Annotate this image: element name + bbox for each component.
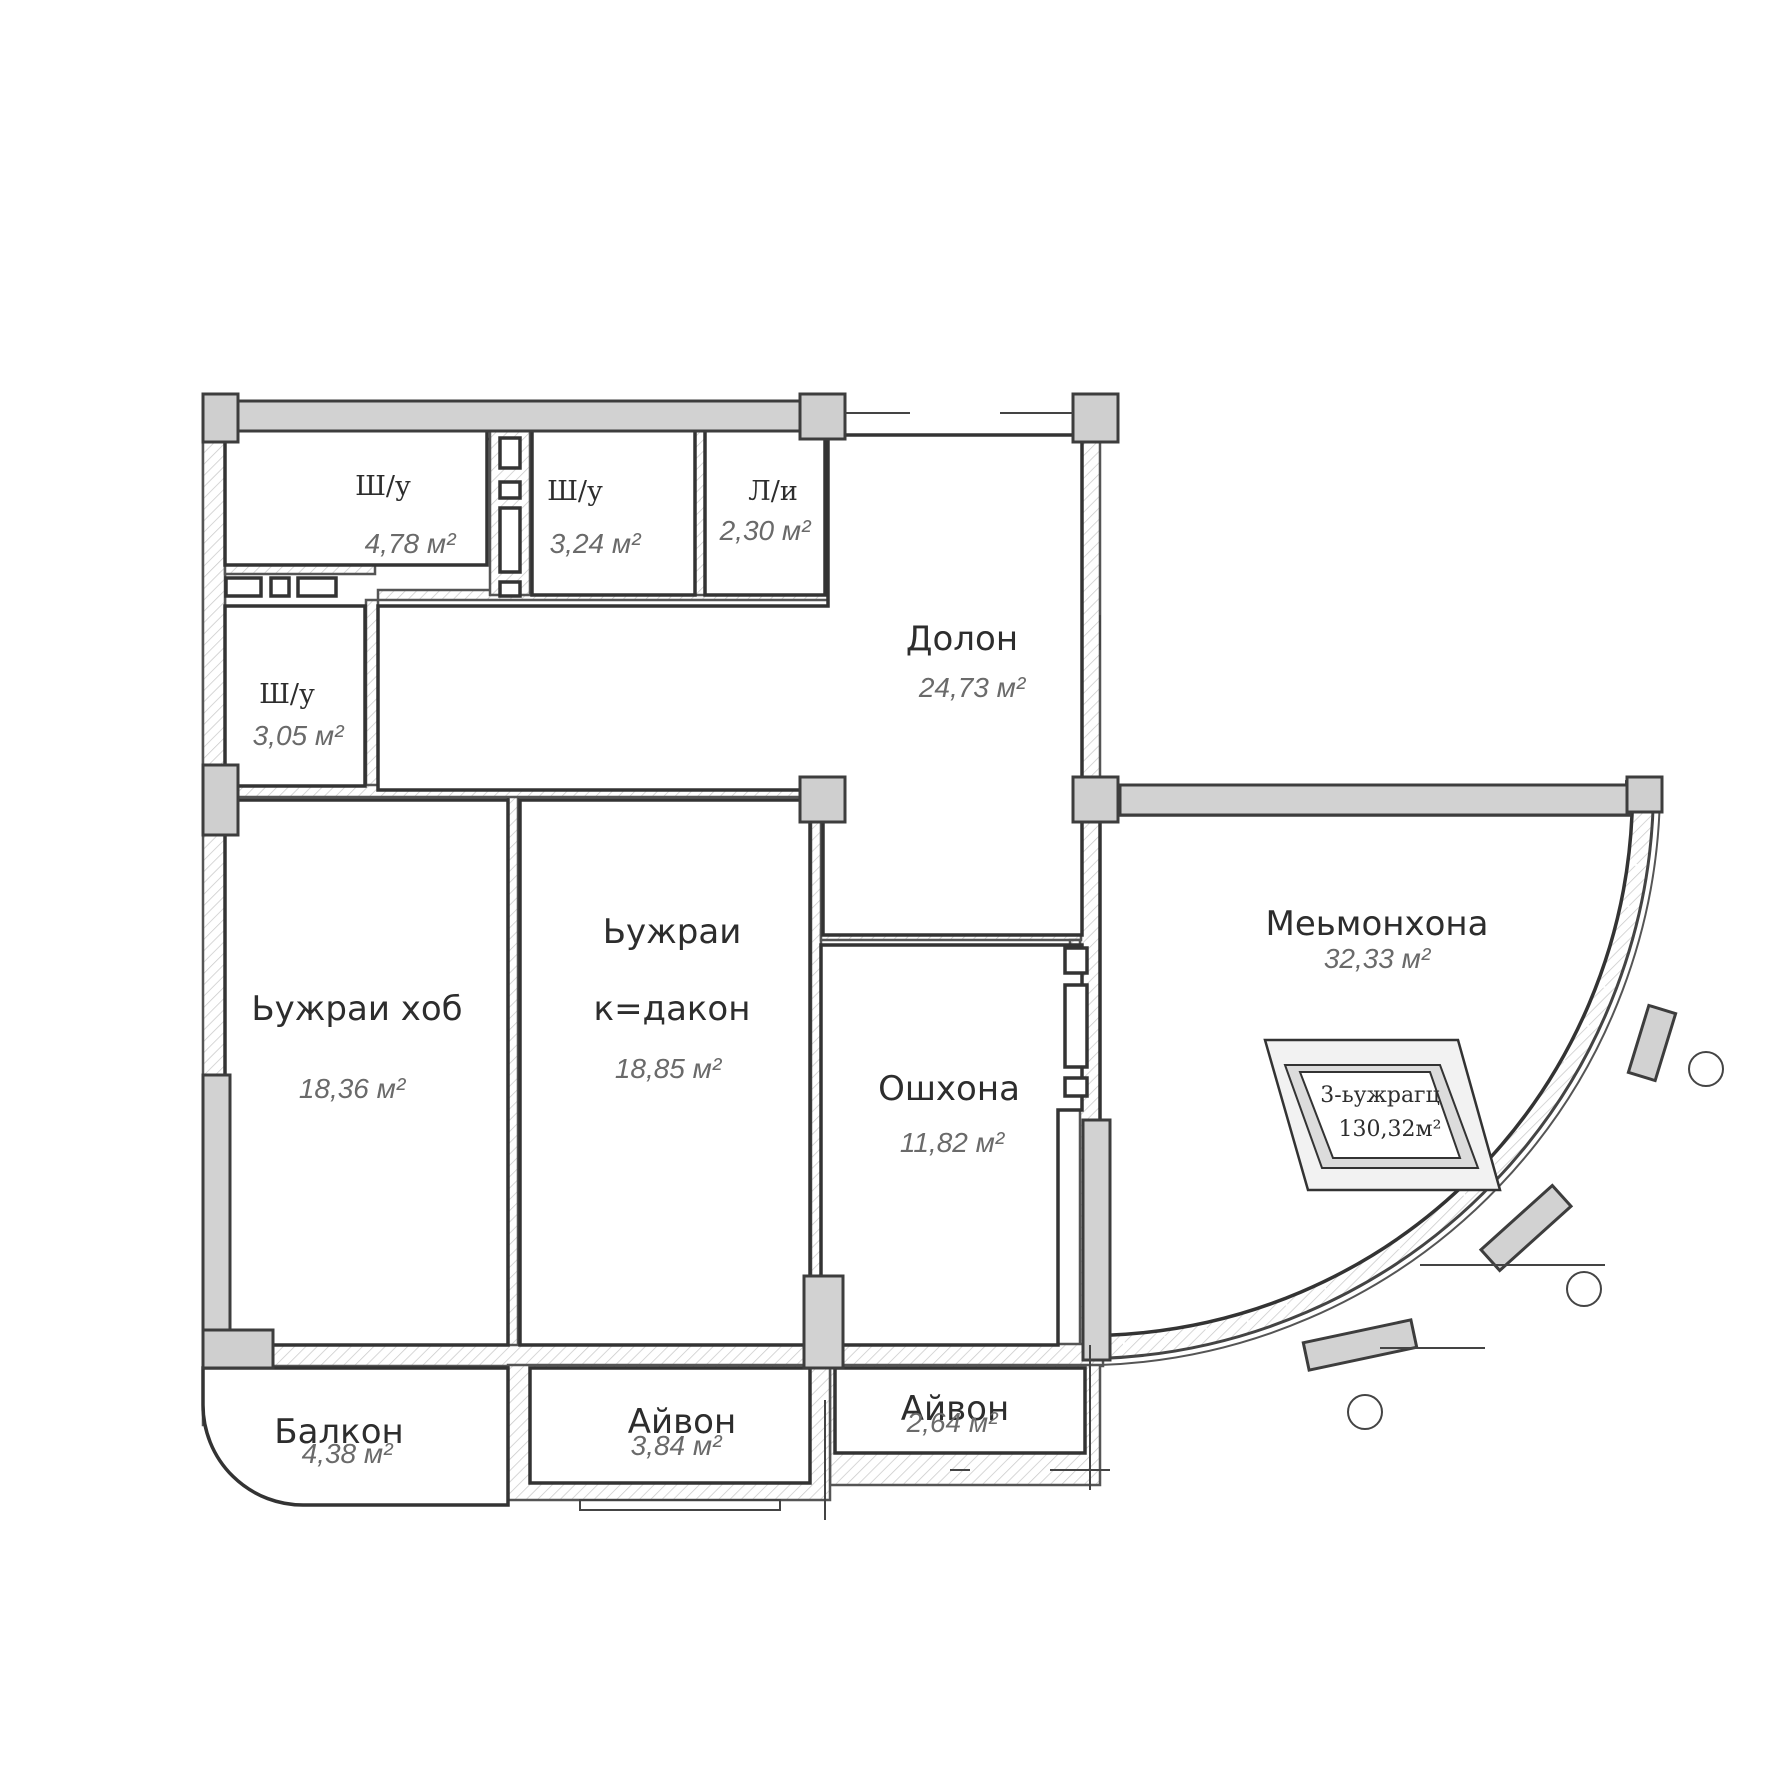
label-bath-2: Ш/у: [547, 476, 603, 507]
apartment-total-area: 130,32м²: [1339, 1117, 1442, 1142]
room-labels: Ш/у 4,78 м² Ш/у 3,24 м² Л/и 2,30 м² Ш/у …: [251, 471, 1488, 1469]
ventilation-shafts: [224, 436, 1089, 1098]
area-kitchen: 11,82 м²: [900, 1127, 1006, 1158]
label-terrace-2: Айвон: [901, 1389, 1009, 1429]
rooms: [201, 428, 1634, 1507]
room-bath-3: [223, 604, 367, 788]
label-balcony: Балкон: [274, 1412, 403, 1452]
room-terrace-1: [528, 1366, 812, 1485]
apartment-label: 3-ьужрагц 130,32м²: [1263, 1038, 1502, 1192]
label-laundry: Л/и: [748, 476, 798, 507]
room-kids: [518, 798, 812, 1347]
area-laundry: 2,30 м²: [719, 515, 812, 546]
area-bath-3: 3,05 м²: [253, 720, 345, 751]
room-laundry: [703, 428, 827, 597]
label-bath-1: Ш/у: [355, 471, 411, 502]
area-hall: 24,73 м²: [918, 672, 1027, 703]
columns: [201, 392, 1664, 1370]
room-balcony: [201, 1366, 510, 1507]
area-terrace-2: 2,64 м²: [906, 1407, 999, 1438]
site-markers: [1347, 1051, 1724, 1430]
curved-panels: [1301, 1003, 1678, 1372]
label-living: Меьмонхона: [1266, 904, 1489, 944]
room-terrace-2: [833, 1366, 1087, 1455]
label-kids-line-1: Ьужраи: [603, 912, 742, 952]
area-balcony: 4,38 м²: [302, 1438, 394, 1469]
fixture-lines: [579, 412, 1605, 1520]
room-bath-1: [223, 428, 489, 567]
area-bath-2: 3,24 м²: [550, 528, 642, 559]
label-bath-3: Ш/у: [259, 679, 315, 710]
room-bath-2: [530, 428, 697, 597]
area-kids: 18,85 м²: [615, 1053, 723, 1084]
area-terrace-1: 3,84 м²: [631, 1430, 723, 1461]
window-bands: [201, 399, 1632, 1370]
label-terrace-1: Айвон: [628, 1402, 736, 1442]
room-hall: [376, 433, 1084, 937]
label-kitchen: Ошхона: [878, 1069, 1020, 1109]
apartment-type: 3-ьужрагц: [1320, 1083, 1439, 1108]
label-bedroom: Ьужраи хоб: [251, 989, 462, 1029]
label-kids-line-2: к=дакон: [594, 989, 751, 1029]
area-bedroom: 18,36 м²: [299, 1073, 407, 1104]
area-living: 32,33 м²: [1324, 943, 1432, 974]
label-hall: Долон: [906, 619, 1018, 659]
area-bath-1: 4,78 м²: [365, 528, 457, 559]
room-bedroom: [223, 798, 510, 1347]
